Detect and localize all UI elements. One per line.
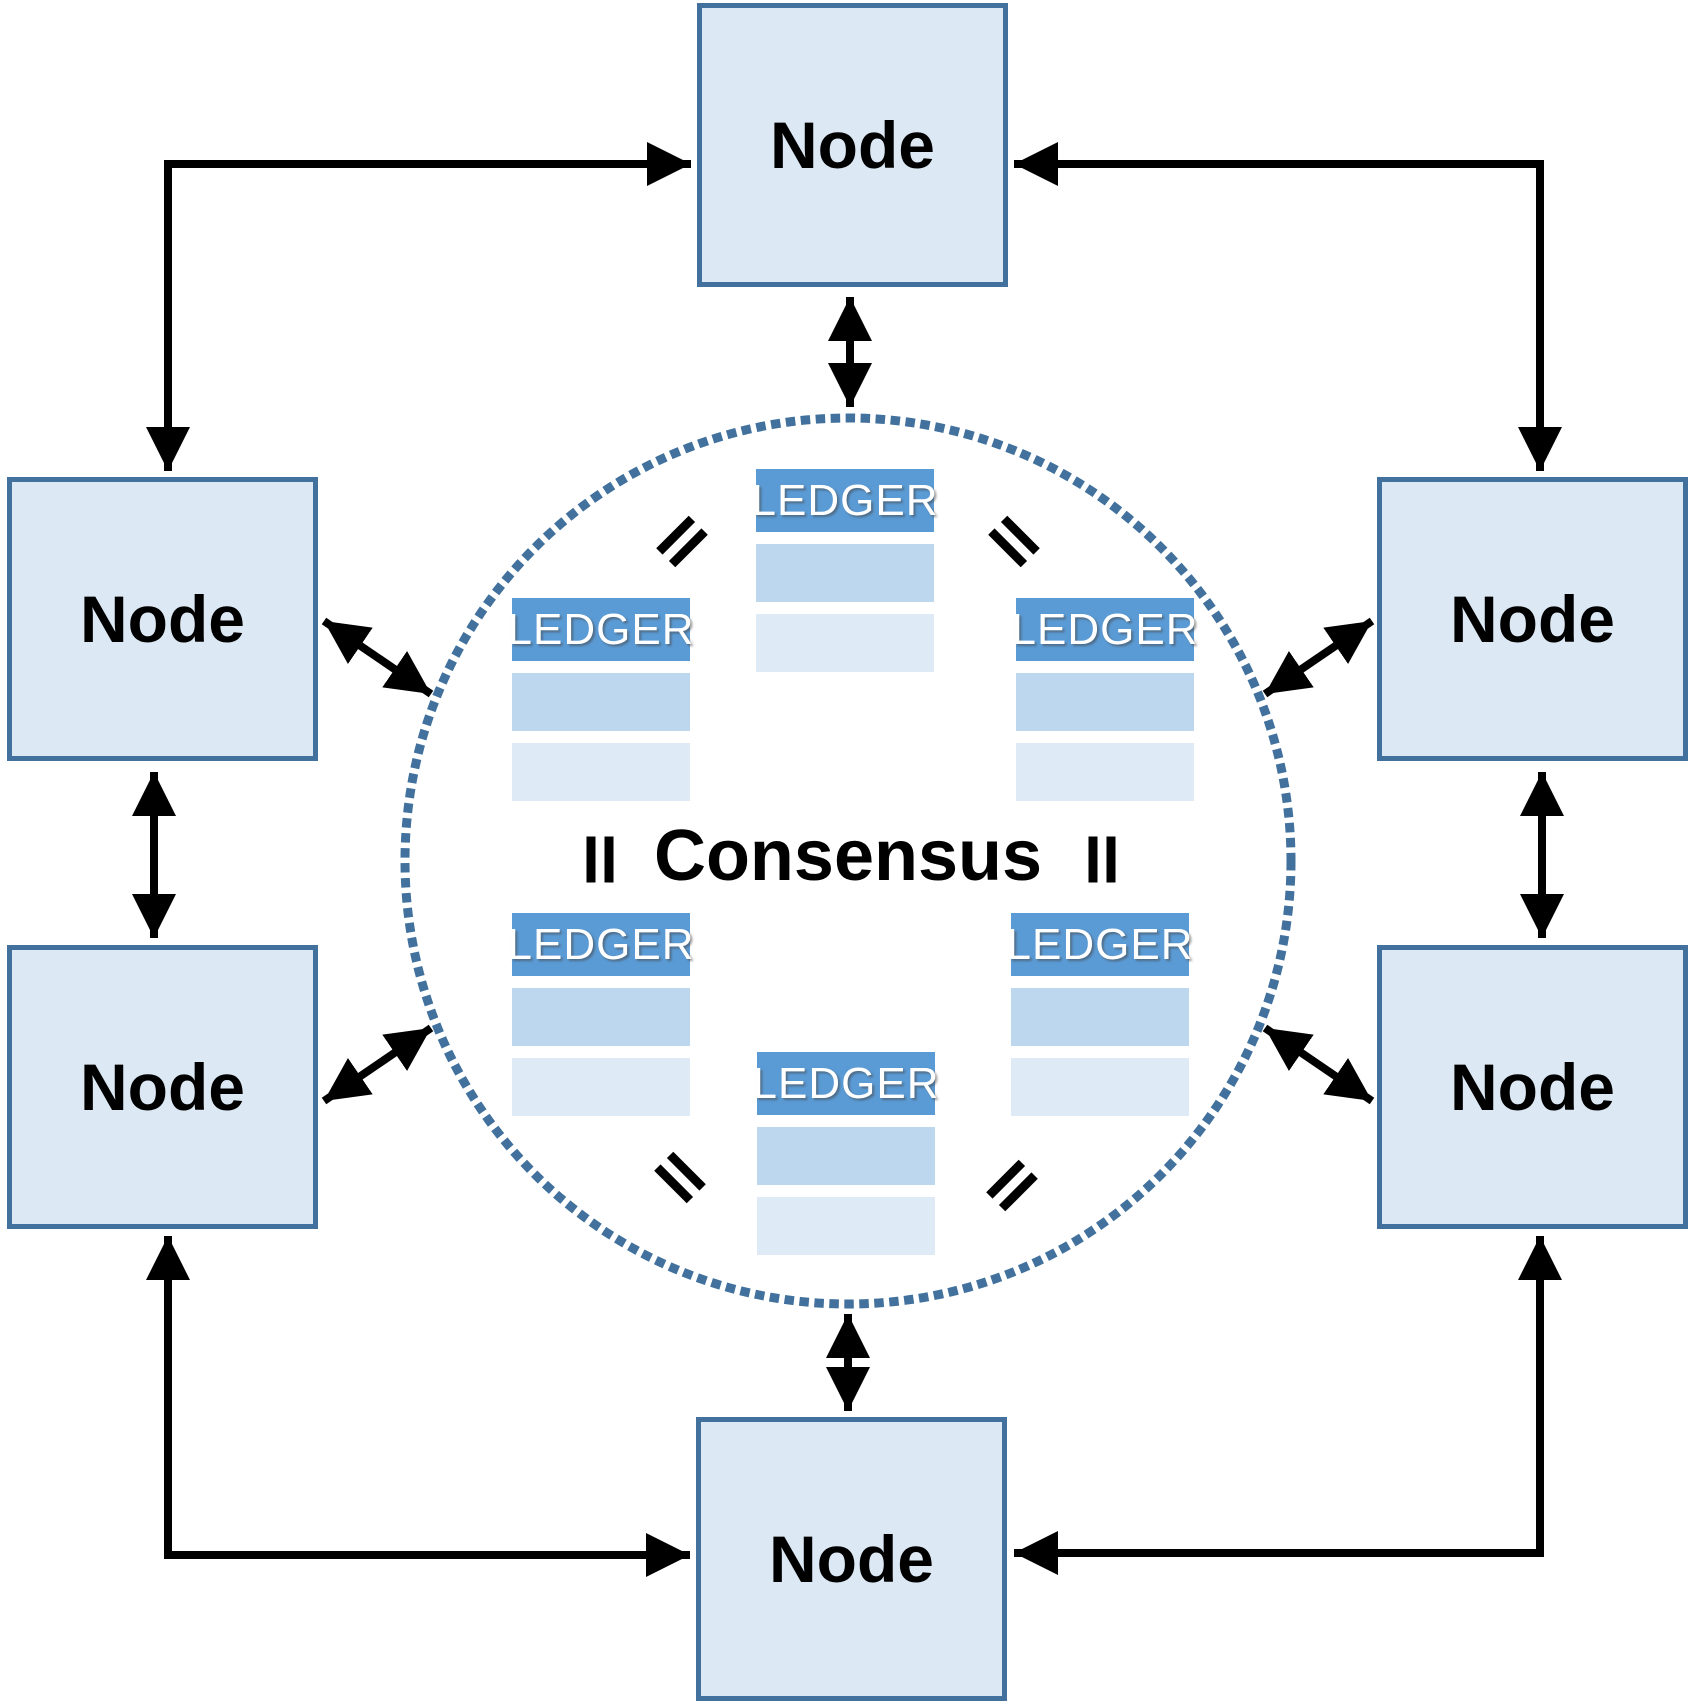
ledger-top: LEDGER [752,469,937,672]
ledger-title: LEDGER [752,469,937,532]
equals-icon [586,836,614,883]
equals-bar [1106,836,1116,883]
consensus-title: Consensus [653,816,1043,896]
ledger-upper-left: LEDGER [508,598,693,801]
node-upper-right: Node [1377,477,1688,761]
arrow-upper-left-node-to-circle [321,617,434,698]
ledger-row [512,673,690,731]
node-label: Node [80,1050,245,1124]
arrow-lower-right-node-to-circle [1262,1024,1375,1105]
node-bottom: Node [696,1417,1007,1701]
node-label: Node [769,1522,934,1596]
ledger-row [756,544,934,602]
ledger-bottom: LEDGER [753,1052,938,1255]
ledger-row [1011,988,1189,1046]
node-label: Node [1450,582,1615,656]
ledger-row [512,988,690,1046]
ledger-row [1016,743,1194,801]
node-upper-left: Node [7,477,318,761]
ledger-title: LEDGER [1007,913,1192,976]
ledger-row [512,1058,690,1116]
node-label: Node [80,582,245,656]
ledger-row [756,614,934,672]
consensus-dotted-circle [400,413,1296,1309]
ledger-title: LEDGER [1012,598,1197,661]
ledger-row [1016,673,1194,731]
connector-top-right [1014,142,1562,471]
ledger-row [757,1197,935,1255]
node-lower-left: Node [7,945,318,1229]
ledger-row [757,1127,935,1185]
connector-bottom-right [1014,1236,1562,1575]
ledger-lower-left: LEDGER [508,913,693,1116]
node-label: Node [1450,1050,1615,1124]
equals-bar [1088,836,1098,883]
equals-icon [1088,836,1116,883]
connector-top-left [146,142,691,471]
ledger-title: LEDGER [508,598,693,661]
node-label: Node [770,108,935,182]
node-lower-right: Node [1377,945,1688,1229]
connector-bottom-left [146,1236,690,1577]
ledger-lower-right: LEDGER [1007,913,1192,1116]
ledger-upper-right: LEDGER [1012,598,1197,801]
ledger-row [1011,1058,1189,1116]
ledger-title: LEDGER [508,913,693,976]
equals-bar [604,836,614,883]
equals-bar [586,836,596,883]
ledger-title: LEDGER [753,1052,938,1115]
arrow-lower-left-node-to-circle [321,1024,434,1105]
ledger-row [512,743,690,801]
arrow-upper-right-node-to-circle [1262,617,1375,698]
node-top: Node [697,3,1008,287]
